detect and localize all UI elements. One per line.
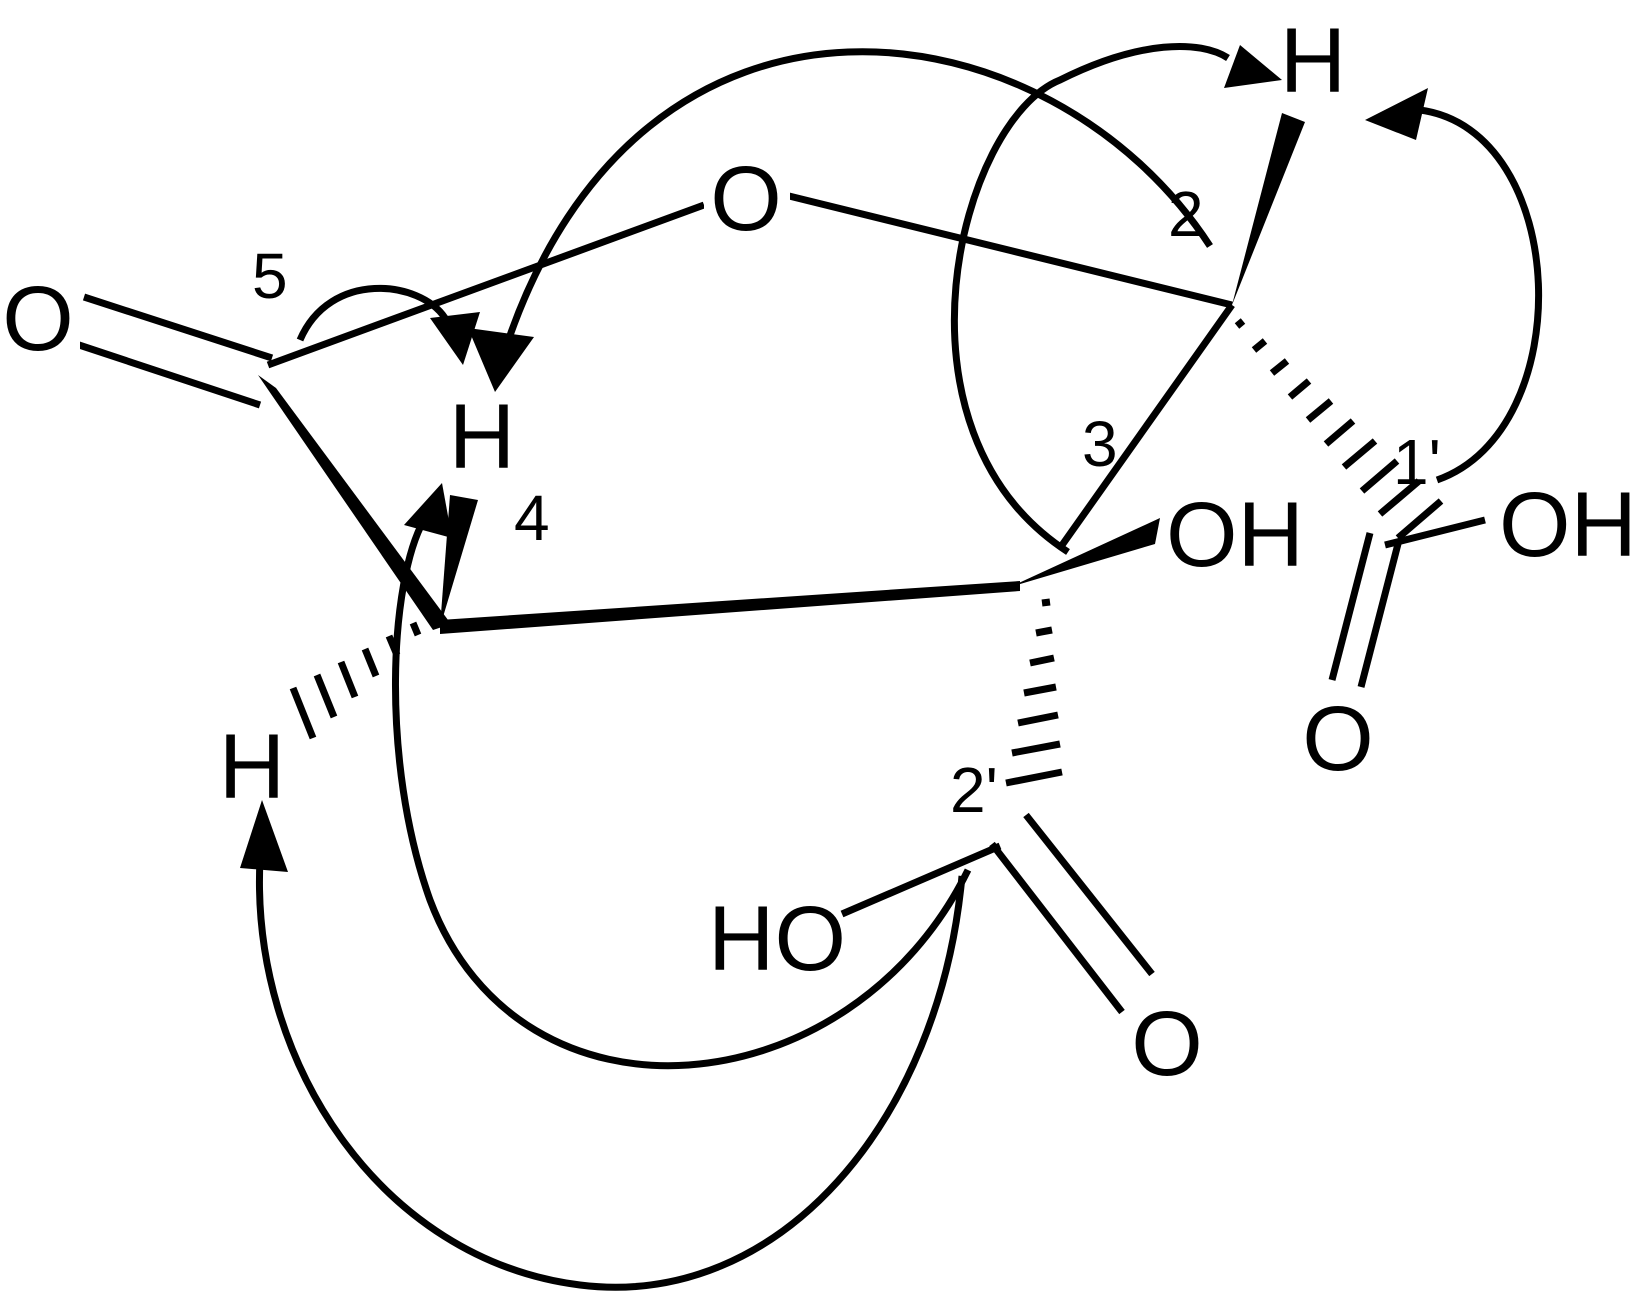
arrow-c2prime-to-h4 [392,518,972,1070]
h2-label: H [1280,10,1346,112]
bond-c4-hbottom-hashed [289,621,422,740]
arrow-c1prime-to-h2 [1419,106,1543,484]
bond-c5-o-double-b [71,339,262,409]
position-5-label: 5 [252,240,288,312]
arrow-layer [240,43,1543,1291]
position-1prime-label: 1' [1393,426,1441,498]
ring-oxygen-label: O [710,148,782,250]
arrow-c2prime-to-h4bottom [255,859,966,1291]
bond-layer [71,113,1486,1015]
position-2prime-label: 2' [950,754,998,826]
position-label-layer: 2 3 4 5 1' 2' [252,178,1441,826]
bond-c1prime-o-double-b [1357,539,1403,688]
bond-c2-c3 [1057,302,1235,551]
bond-c1prime-o-double-a [1328,532,1374,681]
position-3-label: 3 [1082,408,1118,480]
arrowhead-h4-from-c2prime [404,483,452,538]
arrow-c5-to-h4top [296,284,448,342]
arrowhead-h4top-from-c5 [430,312,480,365]
arrow-c3-to-h2 [951,43,1230,555]
arrow-c2-to-h4top [501,48,1213,352]
ho2prime-label: HO [708,888,846,990]
h4-bottom-label: H [219,716,285,818]
arrowhead-h4bottom [240,800,288,872]
position-2-label: 2 [1168,178,1204,250]
bond-c2prime-ho [840,842,1002,918]
carbonyl-oxygen-left-label: O [2,268,74,370]
bond-c5-ring-oxygen [266,201,706,369]
oh3-label: OH [1166,484,1304,586]
bond-ring-oxygen-c2 [784,191,1233,309]
atom-label-layer: O O H H H OH OH O HO O [0,10,1633,1095]
h4-top-label: H [449,386,515,488]
bond-c3-oh-wedge [1010,518,1160,587]
oh1prime-label: OH [1499,474,1633,576]
o2prime-label: O [1131,993,1203,1095]
bond-c2prime-o-double-a [1023,812,1155,977]
arrowhead-h2 [1224,45,1282,88]
bond-c5-o-double-a [82,293,274,362]
bond-c5-c4-bold [258,375,451,630]
bond-c2-c1prime-hashed [1234,318,1444,541]
arrowhead-h4top-from-c2 [468,328,534,392]
o1prime-label: O [1302,688,1374,790]
bond-c2-h-wedge [1232,113,1305,305]
arrowhead-h2-from-c1prime [1365,88,1428,140]
bond-c2prime-o-double-b [989,841,1125,1015]
position-4-label: 4 [514,482,550,554]
bond-c3-c2prime-hashed [1005,598,1063,787]
bond-c4-c3-bold [440,581,1020,634]
